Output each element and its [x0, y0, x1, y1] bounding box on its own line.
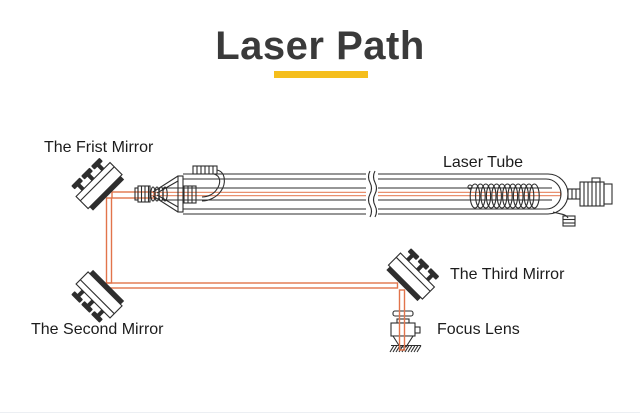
title-underline-accent [274, 71, 368, 78]
laser-tube-label: Laser Tube [443, 154, 524, 171]
third-mirror-label: The Third Mirror [450, 266, 565, 283]
second-mirror-label: The Second Mirror [31, 321, 164, 338]
focus-lens-icon [390, 310, 421, 348]
first-mirror-label: The Frist Mirror [44, 139, 154, 156]
laser-tube-icon [134, 165, 613, 227]
page-title: Laser Path [215, 24, 425, 68]
laser-beam-focus-segment [398, 289, 406, 351]
second-mirror-icon [67, 267, 127, 327]
first-mirror-icon [67, 154, 127, 213]
third-mirror-icon [384, 244, 443, 304]
bottom-divider [0, 412, 640, 413]
ground-hatch-icon [389, 344, 422, 353]
focus-lens-label: Focus Lens [437, 321, 520, 338]
